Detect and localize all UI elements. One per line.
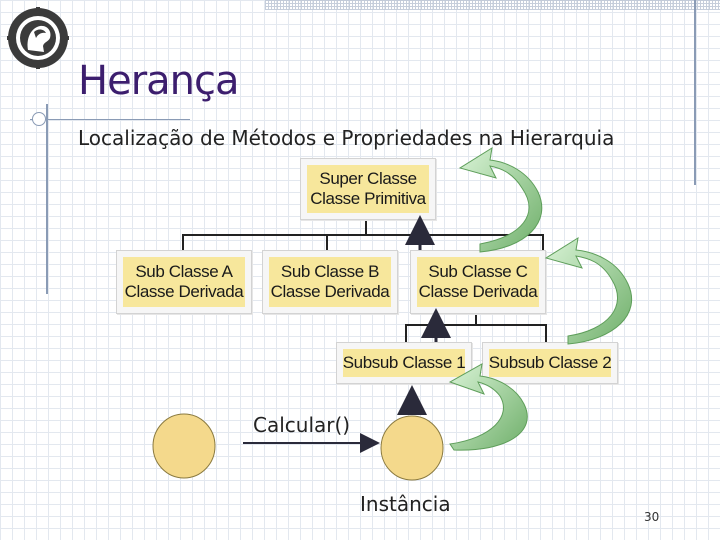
- source-object: [152, 413, 216, 479]
- box-line: Classe Derivada: [124, 282, 244, 301]
- connector-line: [475, 311, 477, 326]
- title-underline: [30, 119, 190, 120]
- decorative-circle-icon: [32, 112, 46, 126]
- box-line: Classe Derivada: [270, 282, 390, 301]
- curved-arrow-top: [458, 146, 543, 253]
- curved-arrow-middle: [544, 236, 633, 345]
- connector-line: [182, 234, 544, 236]
- box-line: Classe Derivada: [418, 282, 538, 301]
- connector-line: [542, 234, 544, 251]
- slide-subtitle: Localização de Métodos e Propriedades na…: [78, 126, 615, 150]
- sub-class-c-box: Sub Classe C Classe Derivada: [410, 250, 546, 314]
- box-line: Classe Primitiva: [310, 189, 426, 208]
- instance-object: [380, 415, 444, 481]
- slide-title: Herança: [78, 58, 239, 104]
- subsub-class-1-box: Subsub Classe 1: [336, 342, 472, 384]
- top-decorative-band: [265, 0, 720, 10]
- super-class-box: Super Classe Classe Primitiva: [300, 158, 436, 220]
- box-line: Subsub Classe 2: [488, 352, 612, 372]
- sub-class-b-box: Sub Classe B Classe Derivada: [262, 250, 398, 314]
- right-decorative-line: [694, 0, 696, 185]
- instance-label: Instância: [360, 492, 451, 516]
- box-line: Subsub Classe 1: [342, 352, 466, 372]
- box-line: Super Classe: [319, 168, 417, 188]
- sub-class-a-box: Sub Classe A Classe Derivada: [116, 250, 252, 314]
- box-line: Sub Classe B: [280, 261, 380, 281]
- connector-line: [365, 218, 367, 235]
- connector-line: [405, 324, 407, 344]
- connector-line: [405, 324, 547, 326]
- institution-logo-icon: [7, 7, 69, 69]
- box-line: Sub Classe A: [135, 261, 233, 281]
- box-line: Sub Classe C: [428, 261, 528, 281]
- page-number: 30: [644, 510, 660, 524]
- connector-line: [182, 234, 184, 251]
- left-decorative-line: [46, 104, 48, 294]
- connector-line: [545, 324, 547, 344]
- curved-arrow-bottom: [448, 363, 528, 451]
- call-method-label: Calcular(): [253, 413, 351, 437]
- subsub-class-2-box: Subsub Classe 2: [482, 342, 618, 384]
- connector-line: [326, 234, 328, 251]
